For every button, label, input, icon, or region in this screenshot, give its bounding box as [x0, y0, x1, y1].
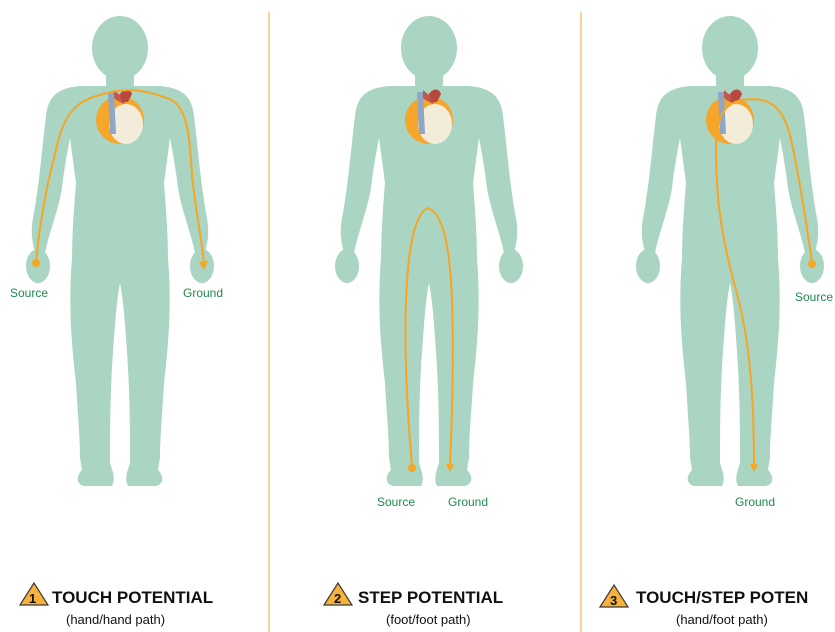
panel-title: TOUCH/STEP POTEN: [636, 588, 808, 607]
panel-touch-step-potential: Source Ground 3 TOUCH/STEP POTEN (hand/f…: [600, 16, 833, 627]
svg-text:3: 3: [610, 593, 617, 608]
ground-label: Ground: [735, 495, 775, 509]
ground-label: Ground: [183, 286, 223, 300]
panel-title: STEP POTENTIAL: [358, 588, 503, 607]
source-dot: [32, 259, 40, 267]
panel-subtitle: (hand/hand path): [66, 612, 165, 627]
source-dot: [808, 260, 816, 268]
panel-step-potential: Source Ground 2 STEP POTENTIAL (foot/foo…: [324, 16, 523, 627]
warning-badge-3: 3: [600, 585, 628, 608]
human-silhouette: [26, 16, 214, 486]
warning-badge-2: 2: [324, 583, 352, 606]
ground-label: Ground: [448, 495, 488, 509]
svg-text:2: 2: [334, 591, 341, 606]
human-silhouette: [636, 16, 824, 486]
source-dot: [408, 464, 416, 472]
panel-subtitle: (foot/foot path): [386, 612, 471, 627]
source-label: Source: [795, 290, 833, 304]
svg-text:1: 1: [29, 591, 36, 606]
source-label: Source: [377, 495, 415, 509]
human-silhouette: [335, 16, 523, 486]
source-label: Source: [10, 286, 48, 300]
panel-touch-potential: Source Ground 1 TOUCH POTENTIAL (hand/ha…: [10, 16, 223, 627]
panel-title: TOUCH POTENTIAL: [52, 588, 213, 607]
warning-badge-1: 1: [20, 583, 48, 606]
panel-subtitle: (hand/foot path): [676, 612, 768, 627]
